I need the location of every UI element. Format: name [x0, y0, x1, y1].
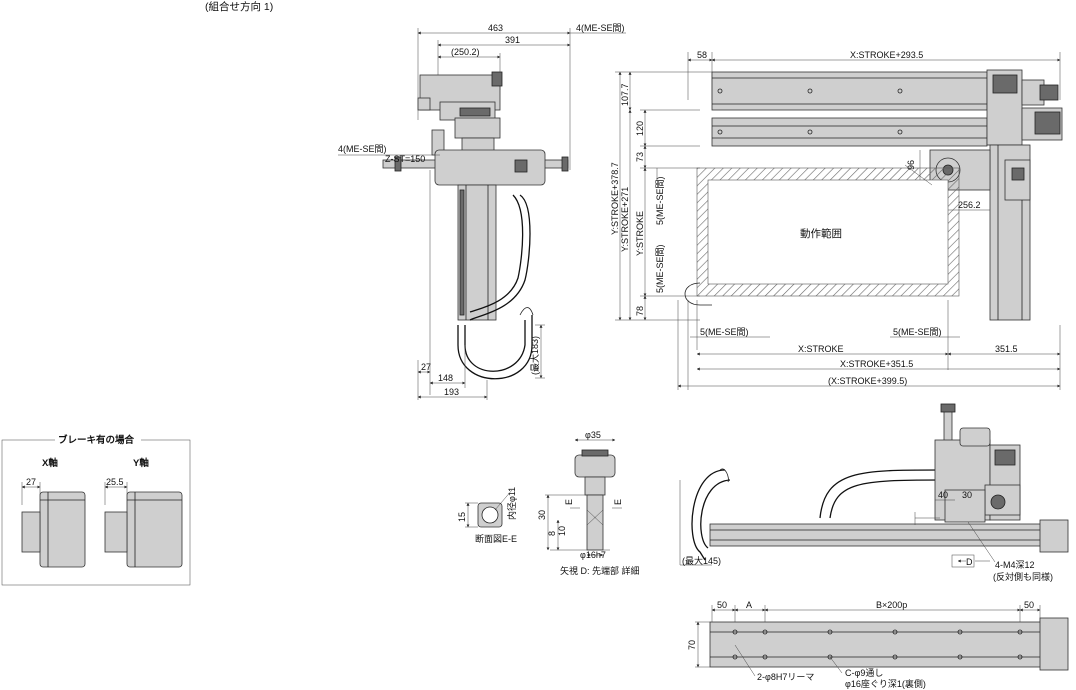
dim-y-stroke-271: Y:STROKE+271	[620, 187, 630, 252]
dim-256: 256.2	[958, 200, 981, 210]
dim-351: 351.5	[995, 344, 1018, 354]
dim-463: 463	[488, 23, 503, 33]
bottom-dA: A	[746, 600, 752, 610]
brake-x-dim: 27	[26, 477, 36, 487]
dim-max183: (最大183)	[529, 336, 540, 375]
dim-250: (250.2)	[451, 47, 480, 57]
top-view: 58 X:STROKE+293.5 Y:STROKE+378.7	[610, 50, 1063, 390]
side-m4-note: 4-M4深12	[995, 560, 1035, 570]
dim-x5-left: 5(ME-SE間)	[700, 327, 749, 337]
dim-96: 96	[906, 160, 916, 170]
bottom-d70: 70	[687, 640, 697, 650]
dim-y5-bot: 5(ME-SE間)	[655, 244, 665, 293]
dim-x-stroke-293: X:STROKE+293.5	[850, 50, 923, 60]
section-height: 15	[457, 512, 467, 522]
dim-x-stroke-351: X:STROKE+351.5	[840, 359, 913, 369]
dim-y-stroke-378: Y:STROKE+378.7	[610, 162, 620, 235]
dim-me-se-left: 4(ME-SE間)	[338, 144, 387, 154]
bottom-view: 50 A B×200p 50 70 2-φ8H7リーマ C-φ9通し φ16座ぐ…	[687, 600, 1069, 689]
dim-148: 148	[438, 373, 453, 383]
dim-78: 78	[635, 306, 645, 316]
brake-x-label: X軸	[42, 457, 58, 469]
bottom-reamer: 2-φ8H7リーマ	[757, 672, 814, 682]
dim-z-st: Z-ST=150	[385, 154, 425, 164]
bottom-d50-left: 50	[717, 600, 727, 610]
side-m4-note2: (反対側も同様)	[993, 571, 1053, 582]
tip-e-left: E	[564, 499, 574, 505]
dim-27-front: 27	[421, 362, 431, 372]
tip-e-right: E	[613, 499, 623, 505]
tip-caption: 矢視 D: 先端部 詳細	[560, 565, 640, 576]
brake-y-label: Y軸	[133, 457, 149, 469]
header-note: (組合せ方向 1)	[205, 0, 273, 13]
tip-d10: 10	[557, 526, 567, 536]
brake-box: ブレーキ有の場合 X軸 Y軸 27 25.5	[1, 434, 191, 586]
dim-x-stroke: X:STROKE	[798, 344, 844, 354]
tip-phi16: φ16h7	[580, 550, 606, 560]
front-view: 463 391 (250.2) 4(ME-SE間) 4(ME-SE間) Z-ST…	[338, 23, 626, 400]
section-caption: 断面図E-E	[475, 533, 517, 544]
side-view: 40 30 (最大145) D 4-M4深12 (反対側も同様)	[679, 403, 1069, 582]
side-max145: (最大145)	[682, 555, 721, 566]
bottom-hole2: φ16座ぐり深1(裏側)	[845, 678, 926, 689]
brake-title: ブレーキ有の場合	[58, 434, 135, 446]
dim-107: 107.7	[620, 83, 630, 106]
dim-y-stroke: Y:STROKE	[635, 211, 645, 256]
side-d-arrow: D	[966, 557, 973, 567]
bottom-hole1: C-φ9通し	[845, 668, 883, 678]
dim-y5-top: 5(ME-SE間)	[655, 176, 665, 225]
side-d40: 40	[938, 490, 948, 500]
tip-phi35: φ35	[585, 430, 601, 440]
dim-73: 73	[635, 152, 645, 162]
section-view: 15 内径φ11 断面図E-E	[457, 487, 517, 544]
dim-58: 58	[697, 50, 707, 60]
tip-d30: 30	[537, 510, 547, 520]
tip-d8: 8	[547, 531, 557, 536]
dim-193: 193	[444, 387, 459, 397]
dim-120: 120	[635, 121, 645, 136]
section-inner-dia: 内径φ11	[506, 487, 517, 520]
range-label: 動作範囲	[800, 227, 842, 240]
tip-view: φ35 30 8 10 E E φ16h7 矢視 D: 先端部 詳細	[537, 430, 640, 576]
dim-x5-right: 5(ME-SE間)	[893, 327, 942, 337]
dim-x-stroke-399: (X:STROKE+399.5)	[828, 376, 907, 386]
side-d30: 30	[962, 490, 972, 500]
bottom-d50-right: 50	[1024, 600, 1034, 610]
bottom-dB: B×200p	[876, 600, 907, 610]
dim-391: 391	[505, 35, 520, 45]
brake-y-dim: 25.5	[106, 477, 124, 487]
dim-me-se-top: 4(ME-SE間)	[576, 23, 625, 33]
